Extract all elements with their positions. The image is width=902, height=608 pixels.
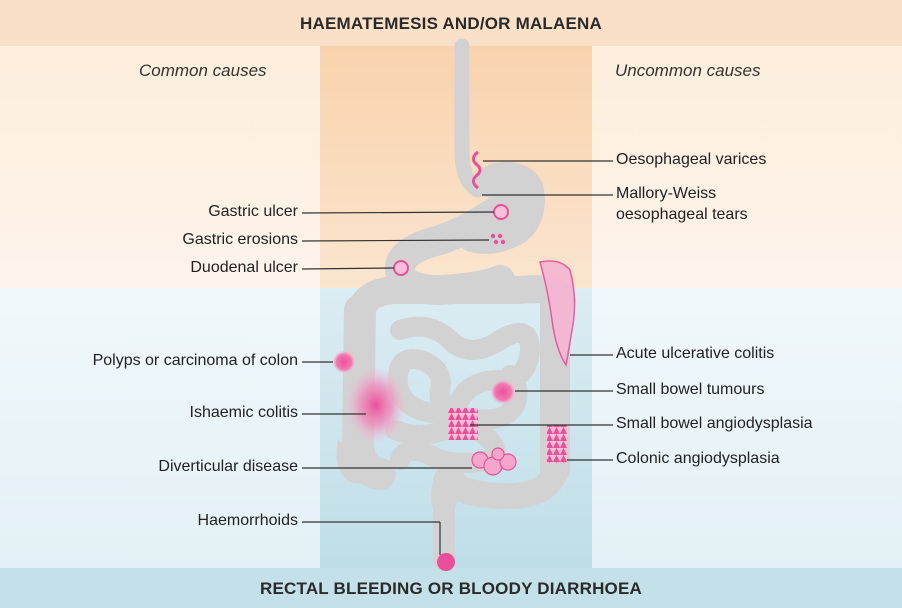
gastric-ulcer-marker: [494, 205, 508, 219]
label-diverticular-disease: Diverticular disease: [8, 458, 298, 476]
label-ischaemic-colitis: Ishaemic colitis: [8, 404, 298, 422]
haemorrhoids-marker: [437, 553, 455, 571]
label-gastric-erosions: Gastric erosions: [8, 231, 298, 249]
label-small-bowel-tumours: Small bowel tumours: [616, 381, 765, 399]
label-colon-polyps: Polyps or carcinoma of colon: [8, 352, 298, 370]
colonic-angiodysplasia-marker: [547, 425, 567, 463]
duodenal-ulcer-marker: [394, 261, 408, 275]
label-gastric-ulcer: Gastric ulcer: [8, 203, 298, 221]
label-ulcerative-colitis: Acute ulcerative colitis: [616, 345, 774, 363]
label-small-bowel-angiodysplasia: Small bowel angiodysplasia: [616, 415, 813, 433]
colon-polyp-marker: [333, 351, 355, 373]
label-oesophageal-varices: Oesophageal varices: [616, 151, 766, 169]
label-colonic-angiodysplasia: Colonic angiodysplasia: [616, 450, 780, 468]
label-mallory-weiss-line2: oesophageal tears: [616, 206, 748, 224]
oesophagus: [462, 46, 478, 190]
label-mallory-weiss-line1: Mallory-Weiss: [616, 185, 716, 203]
small-bowel-tumour-marker: [491, 380, 515, 404]
label-duodenal-ulcer: Duodenal ulcer: [8, 259, 298, 277]
transverse-colon: [360, 289, 562, 320]
sigmoid-colon: [444, 470, 555, 500]
ischaemic-colitis-marker: [346, 367, 406, 443]
small-bowel-angiodysplasia-marker: [448, 408, 478, 440]
label-haemorrhoids: Haemorrhoids: [8, 512, 298, 530]
